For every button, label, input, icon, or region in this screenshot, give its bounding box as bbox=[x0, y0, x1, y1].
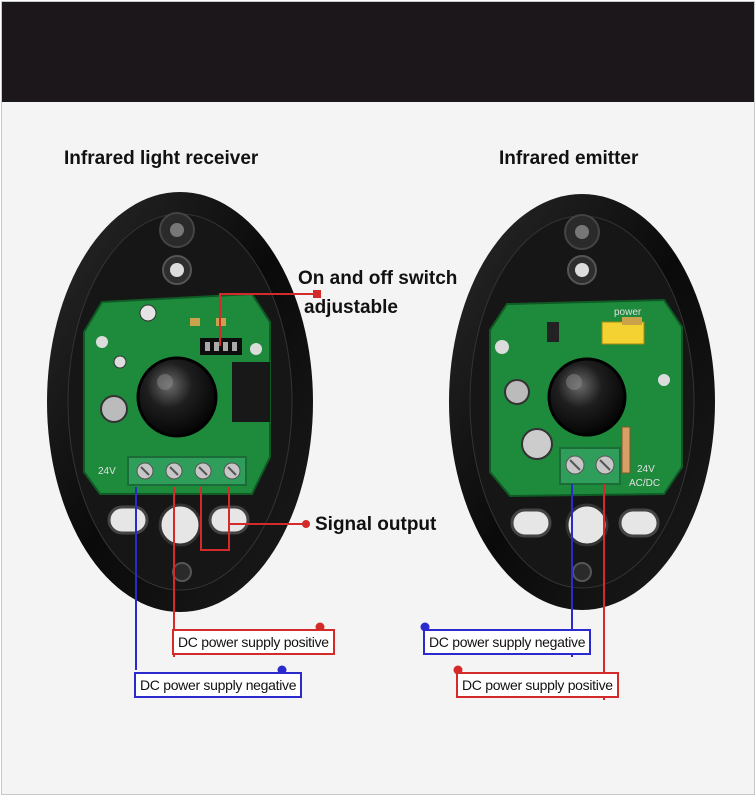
emitter-cable-slot-left bbox=[510, 508, 552, 538]
receiver-circuit-board: 24V bbox=[83, 292, 271, 495]
emitter-cable-slot-right bbox=[618, 508, 660, 538]
emitter-circuit-board: power 24V AC/DC bbox=[489, 298, 683, 498]
emitter-power-marking: power bbox=[614, 307, 642, 318]
receiver-positive-label: DC power supply positive bbox=[172, 629, 335, 655]
emitter-positive-label: DC power supply positive bbox=[456, 672, 619, 698]
receiver-negative-label: DC power supply negative bbox=[134, 672, 303, 698]
relay bbox=[232, 362, 270, 422]
top-dark-banner bbox=[2, 2, 754, 102]
dip-jumper-switch bbox=[200, 338, 242, 355]
emitter-leader-lines bbox=[420, 484, 605, 700]
emitter-lens bbox=[547, 357, 627, 437]
receiver-leader-lines bbox=[135, 290, 325, 675]
switch-callout-line1: On and off switch bbox=[298, 268, 458, 289]
capacitor-c1 bbox=[100, 395, 128, 423]
switch-leader-marker bbox=[313, 290, 321, 298]
switch-callout-line2: adjustable bbox=[304, 297, 398, 318]
signal-bracket bbox=[200, 487, 230, 551]
emitter-capacitor-yellow bbox=[601, 321, 645, 345]
emitter-cable-hole-center bbox=[565, 503, 609, 547]
signal-output-callout: Signal output bbox=[315, 514, 437, 535]
emitter-type-marking: AC/DC bbox=[629, 478, 660, 489]
emitter-title: Infrared emitter bbox=[499, 148, 639, 169]
cable-slot-left bbox=[107, 505, 149, 535]
screw-hole-upper-center bbox=[170, 263, 184, 277]
cable-hole-center bbox=[158, 503, 202, 547]
emitter-negative-label: DC power supply negative bbox=[423, 629, 592, 655]
screw-hole-top-center bbox=[170, 223, 184, 237]
emitter-voltage-marking: 24V bbox=[637, 464, 655, 475]
receiver-voltage-marking: 24V bbox=[98, 466, 116, 477]
receiver-title: Infrared light receiver bbox=[64, 148, 259, 169]
switch-leader-line bbox=[219, 293, 317, 346]
receiver-lens bbox=[136, 356, 218, 438]
screw-hole-bottom bbox=[172, 562, 192, 582]
signal-leader-marker bbox=[302, 520, 310, 528]
